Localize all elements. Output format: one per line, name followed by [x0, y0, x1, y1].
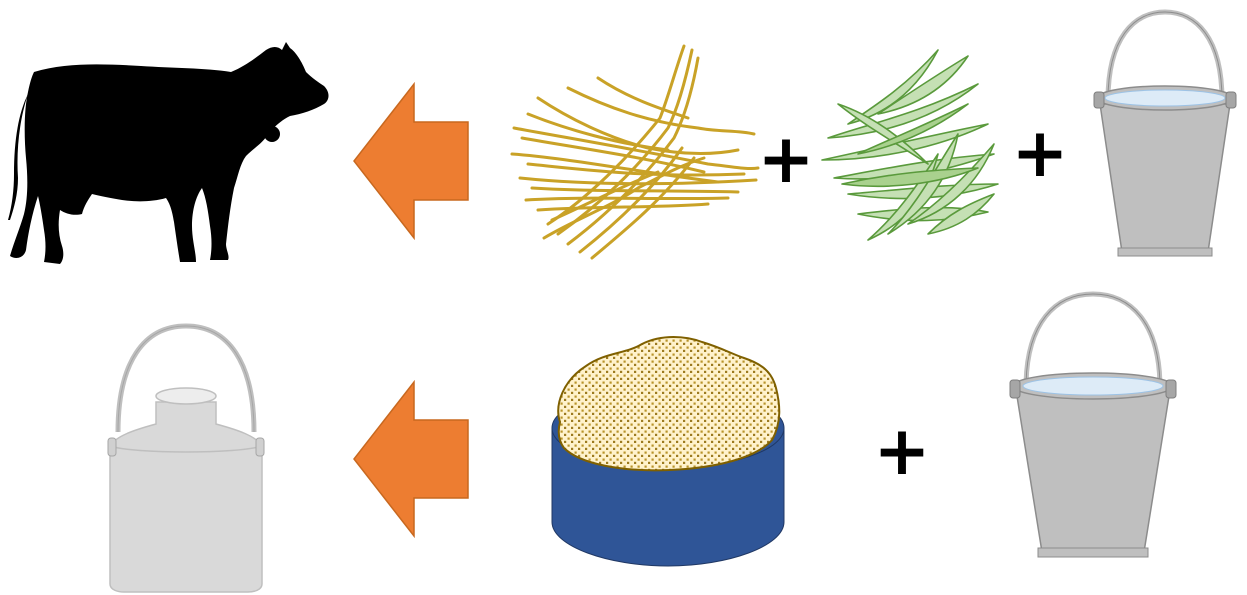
- feed-tub-icon: [546, 332, 790, 570]
- flow-arrow-left-icon: [352, 82, 472, 240]
- green-fodder-icon: [818, 44, 1002, 246]
- plus-sign-1: +: [756, 126, 816, 194]
- flow-arrow-left-icon: [352, 380, 472, 538]
- plus-sign-3: +: [872, 418, 932, 486]
- water-bucket-icon: [1090, 8, 1240, 260]
- hay-icon: [508, 38, 766, 260]
- plus-sign-2: +: [1010, 120, 1070, 188]
- cow-icon: [6, 38, 332, 280]
- milk-can-icon: [104, 322, 268, 594]
- water-bucket-icon: [1006, 290, 1180, 562]
